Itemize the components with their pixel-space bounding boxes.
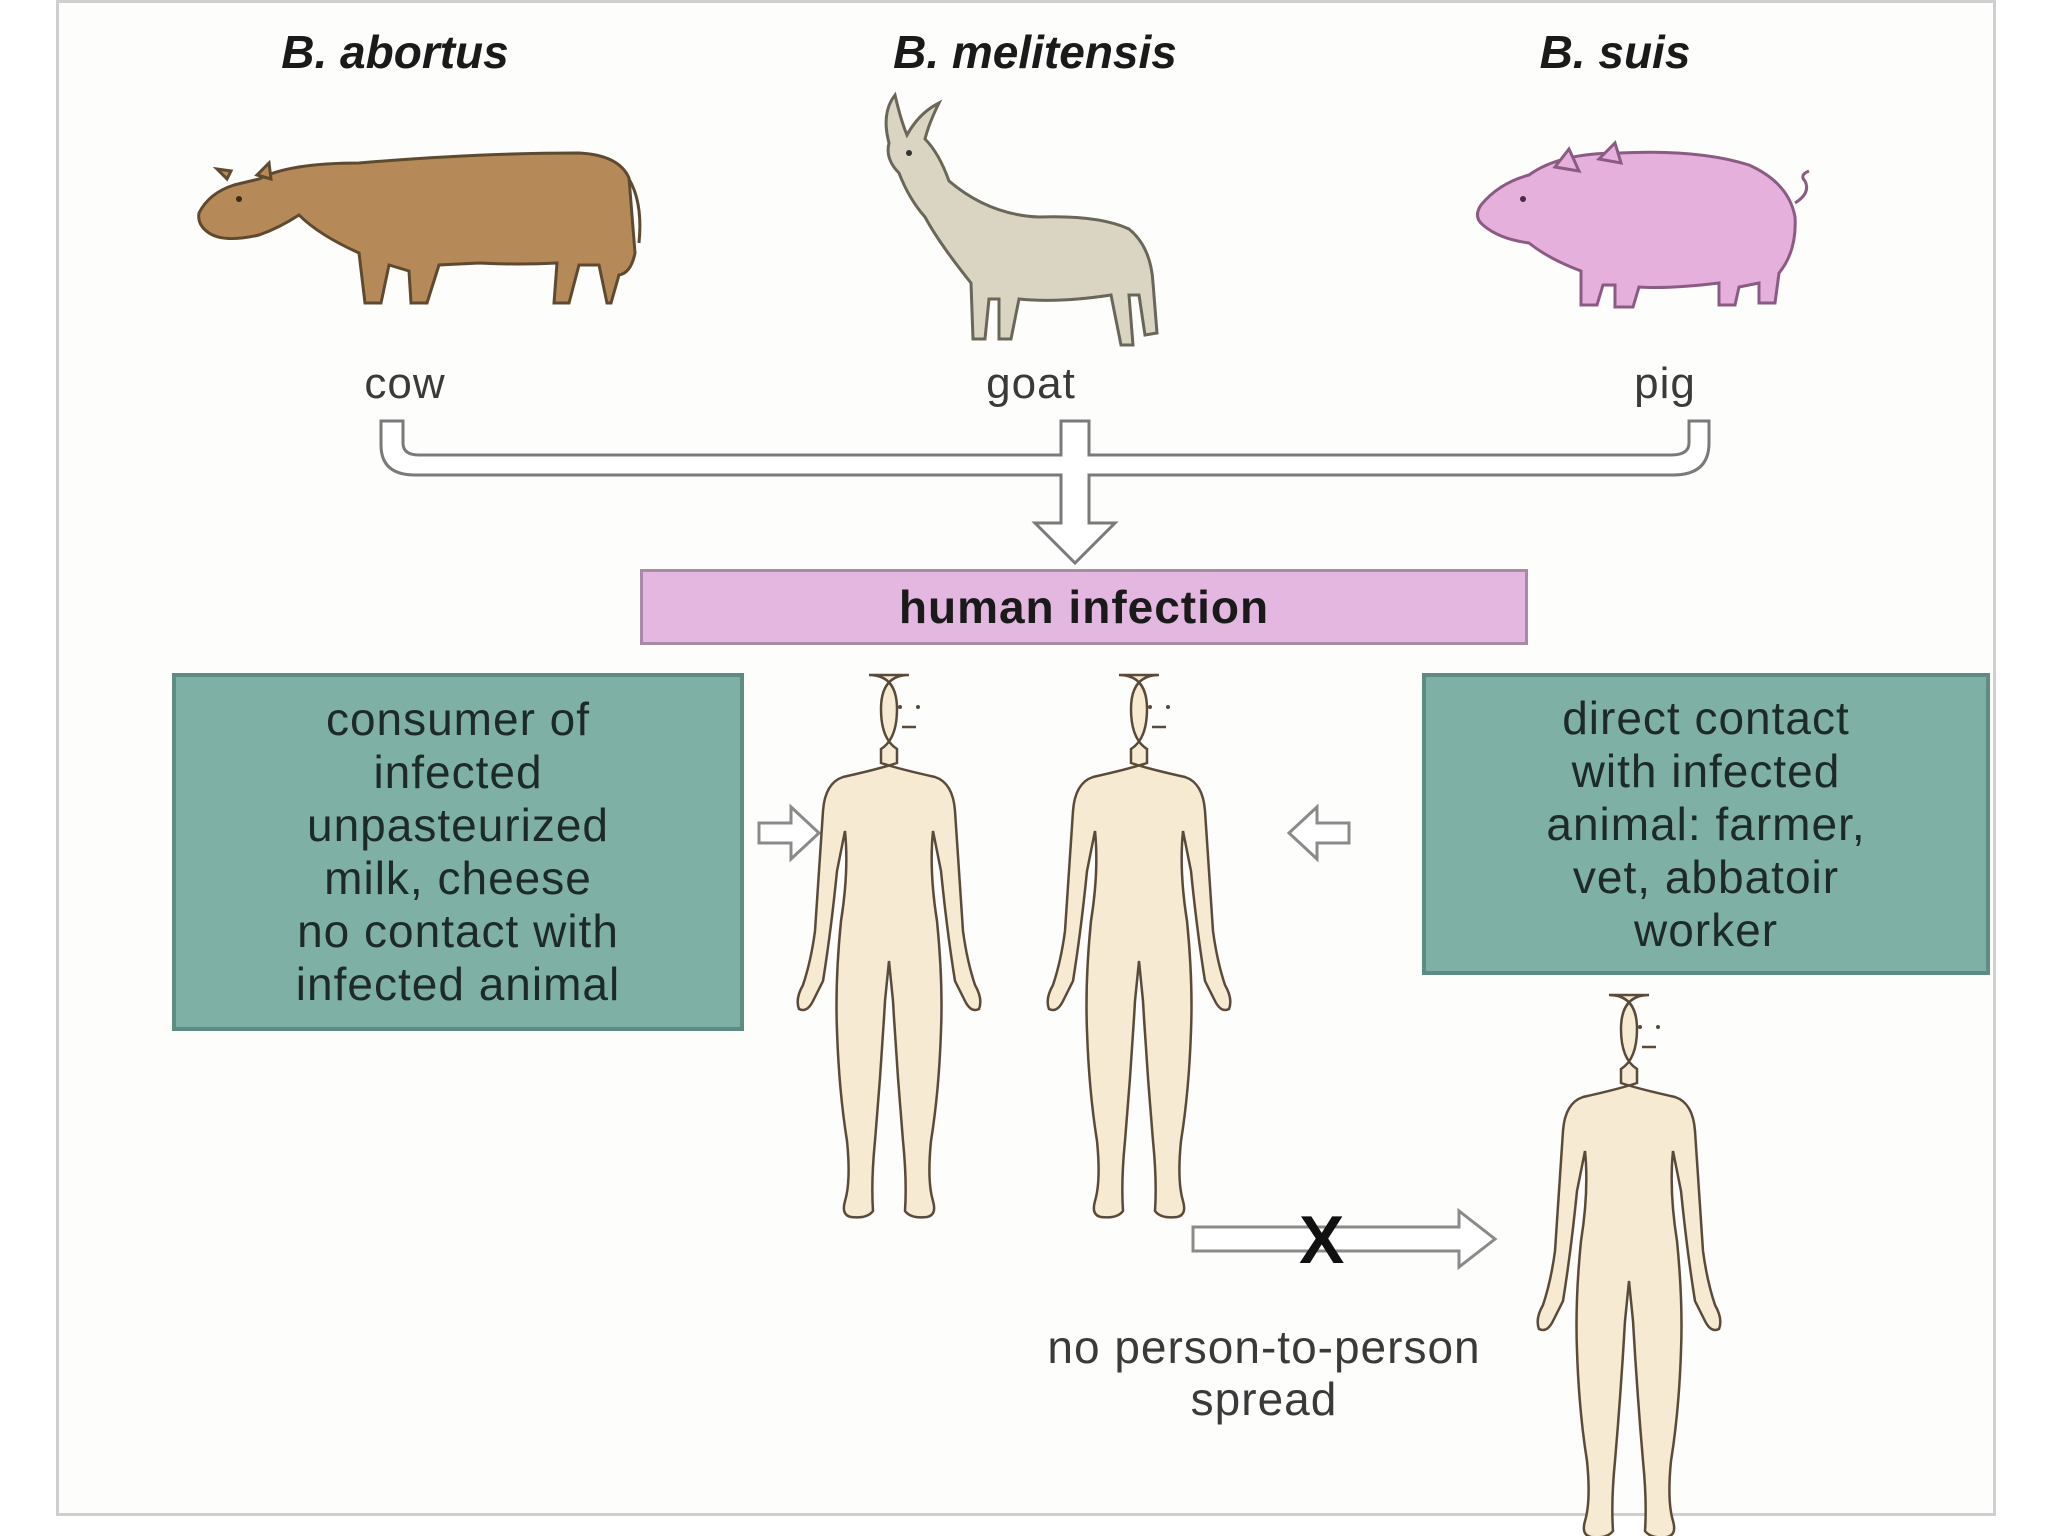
human-figure-consumer xyxy=(796,673,982,1219)
contact-route-box: direct contact with infected animal: far… xyxy=(1422,673,1990,975)
converging-arrow xyxy=(379,419,1711,566)
blocked-x-mark: X xyxy=(1299,1202,1345,1278)
cow-icon xyxy=(197,151,642,305)
contact-route-text: direct contact with infected animal: far… xyxy=(1546,691,1866,956)
arrow-contact-to-human xyxy=(1286,803,1351,863)
animal-label-pig: pig xyxy=(1634,359,1696,408)
human-figure-uninfected xyxy=(1536,993,1722,1536)
no-spread-label: no person-to-person spread xyxy=(1047,1321,1481,1425)
arrow-consumer-to-human xyxy=(757,803,822,863)
species-name-suis: B. suis xyxy=(1539,26,1691,78)
human-infection-box: human infection xyxy=(640,569,1528,645)
blocked-spread-arrow xyxy=(1191,1207,1498,1271)
human-figure-contact xyxy=(1046,673,1232,1219)
consumer-route-box: consumer of infected unpasteurized milk,… xyxy=(172,673,744,1031)
diagram-canvas: B. abortus B. melitensis B. suis cow goa… xyxy=(56,0,1996,1536)
human-infection-label: human infection xyxy=(898,581,1270,633)
consumer-route-text: consumer of infected unpasteurized milk,… xyxy=(295,693,621,1010)
species-name-melitensis: B. melitensis xyxy=(893,26,1177,78)
species-name-abortus: B. abortus xyxy=(281,26,509,78)
animal-label-cow: cow xyxy=(364,359,446,408)
diagram-graphics xyxy=(197,91,1810,1536)
goat-icon xyxy=(884,91,1159,347)
pig-icon xyxy=(1476,140,1810,309)
animal-label-goat: goat xyxy=(986,359,1076,408)
